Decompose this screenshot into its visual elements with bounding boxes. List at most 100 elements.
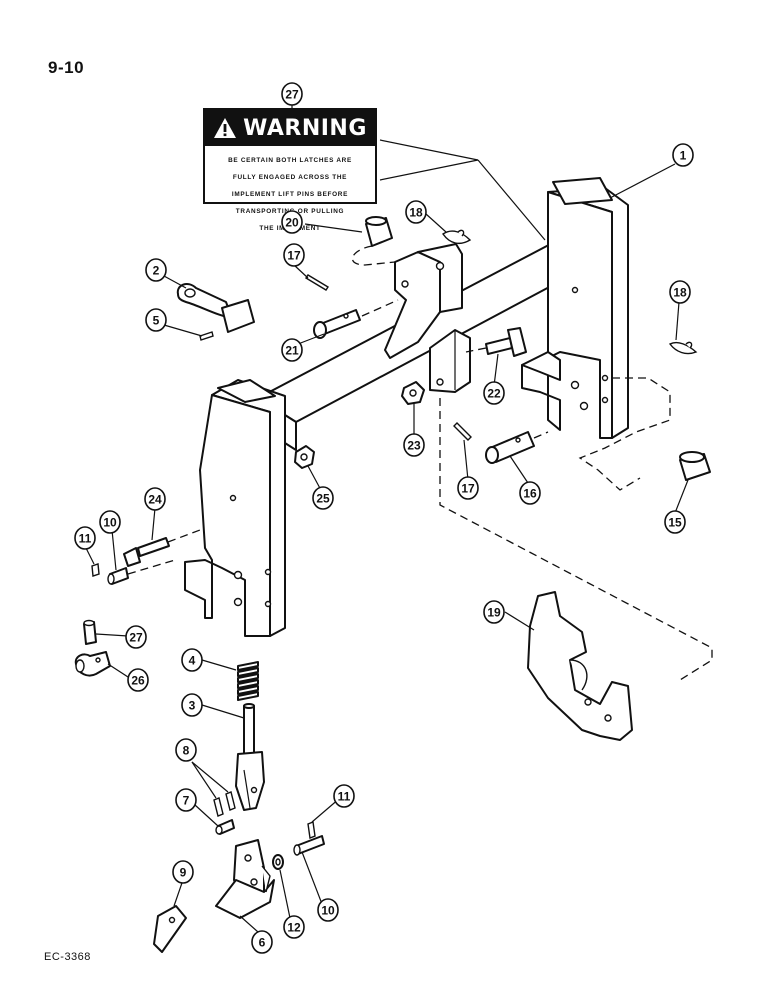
- latch-lever: [215, 839, 275, 919]
- bolt: [465, 327, 527, 357]
- decal-pointer: [379, 139, 546, 241]
- callout-10: 10: [99, 510, 121, 534]
- wedge-plate: [153, 905, 187, 953]
- callout-11: 11: [74, 526, 96, 550]
- callout-20: 20: [281, 210, 303, 234]
- warning-triangle-icon: [214, 118, 237, 138]
- bushing: [679, 451, 711, 481]
- callout-label: 27: [285, 88, 299, 102]
- callout-label: 17: [461, 482, 475, 496]
- callout-10: 10: [317, 898, 339, 922]
- warning-line: IMPLEMENT LIFT PINS BEFORE: [231, 191, 349, 199]
- roll-pin: [91, 563, 100, 577]
- callout-label: 9: [180, 866, 187, 880]
- callout-label: 10: [321, 904, 335, 918]
- callout-23: 23: [403, 433, 425, 457]
- callout-27: 27: [125, 625, 147, 649]
- callout-15: 15: [664, 510, 686, 534]
- roll-pin: [83, 619, 97, 645]
- pin: [215, 819, 235, 835]
- warning-line: FULLY ENGAGED ACROSS THE: [232, 174, 348, 182]
- callout-label: 12: [287, 921, 301, 935]
- callout-label: 11: [338, 790, 351, 804]
- warning-line: BE CERTAIN BOTH LATCHES ARE: [228, 157, 352, 165]
- lower-clevis: [429, 329, 471, 393]
- callout-label: 5: [153, 314, 160, 328]
- hair-pin-clip: [442, 229, 472, 245]
- assembly-line: [439, 377, 713, 681]
- callout-label: 19: [487, 606, 501, 620]
- clevis-pin: [313, 299, 399, 339]
- callout-1: 1: [672, 143, 694, 167]
- pin: [107, 567, 129, 585]
- left-frame-plate: [184, 379, 286, 637]
- warning-banner: WARNING: [205, 110, 375, 146]
- callout-label: 18: [673, 286, 687, 300]
- callout-17: 17: [283, 243, 305, 267]
- callout-label: 27: [129, 631, 143, 645]
- callout-label: 18: [409, 206, 423, 220]
- callout-label: 21: [285, 344, 299, 358]
- spring: [237, 661, 259, 701]
- callout-label: 22: [487, 387, 501, 401]
- roll-pin: [213, 797, 224, 817]
- warning-title: WARNING: [243, 115, 367, 141]
- callout-label: 17: [287, 249, 301, 263]
- callout-24: 24: [144, 487, 166, 511]
- callout-6: 6: [251, 930, 273, 954]
- callout-label: 6: [259, 936, 266, 950]
- callout-label: 10: [103, 516, 117, 530]
- callout-4: 4: [181, 648, 203, 672]
- assembly-line: [127, 559, 176, 575]
- callout-26: 26: [127, 668, 149, 692]
- callout-label: 2: [153, 264, 160, 278]
- flanged-bushing: [74, 651, 111, 677]
- bushing: [351, 216, 396, 266]
- callout-11: 11: [333, 784, 355, 808]
- drawing-code: EC-3368: [44, 951, 91, 963]
- callout-label: 24: [148, 493, 162, 507]
- warning-decal: WARNING BE CERTAIN BOTH LATCHES ARE FULL…: [203, 108, 377, 232]
- roll-pin: [307, 821, 316, 839]
- bolt: [123, 529, 201, 567]
- cotter-pin: [453, 422, 472, 441]
- callout-5: 5: [145, 308, 167, 332]
- callout-9: 9: [172, 860, 194, 884]
- callout-16: 16: [519, 481, 541, 505]
- callout-label: 23: [407, 439, 421, 453]
- warning-line: TRANSPORTING OR PULLING: [235, 207, 345, 215]
- callout-label: 11: [79, 532, 92, 546]
- hair-pin-clip: [668, 341, 698, 355]
- callout-19: 19: [483, 600, 505, 624]
- callout-label: 26: [131, 674, 145, 688]
- callout-12: 12: [283, 915, 305, 939]
- callout-17: 17: [457, 476, 479, 500]
- callout-25: 25: [312, 486, 334, 510]
- callout-3: 3: [181, 693, 203, 717]
- callout-18: 18: [669, 280, 691, 304]
- page-number: 9-10: [48, 58, 85, 77]
- callout-label: 4: [189, 654, 196, 668]
- roll-pin: [225, 791, 236, 811]
- callout-label: 7: [183, 794, 190, 808]
- callout-label: 20: [285, 216, 299, 230]
- callout-label: 1: [680, 149, 687, 163]
- latch-plate: [527, 591, 633, 741]
- callout-label: 25: [316, 492, 330, 506]
- latch-hook: [176, 283, 255, 333]
- callout-2: 2: [145, 258, 167, 282]
- washer: [272, 854, 284, 870]
- callout-7: 7: [175, 788, 197, 812]
- top-link-bracket: [384, 243, 463, 359]
- callout-label: 16: [523, 487, 537, 501]
- roll-pin: [199, 331, 214, 341]
- callout-8: 8: [175, 738, 197, 762]
- callout-18: 18: [405, 200, 427, 224]
- cotter-pin: [305, 274, 329, 291]
- callout-22: 22: [483, 381, 505, 405]
- nut: [294, 445, 315, 469]
- callout-21: 21: [281, 338, 303, 362]
- callout-27: 27: [281, 82, 303, 106]
- lock-nut: [401, 381, 425, 405]
